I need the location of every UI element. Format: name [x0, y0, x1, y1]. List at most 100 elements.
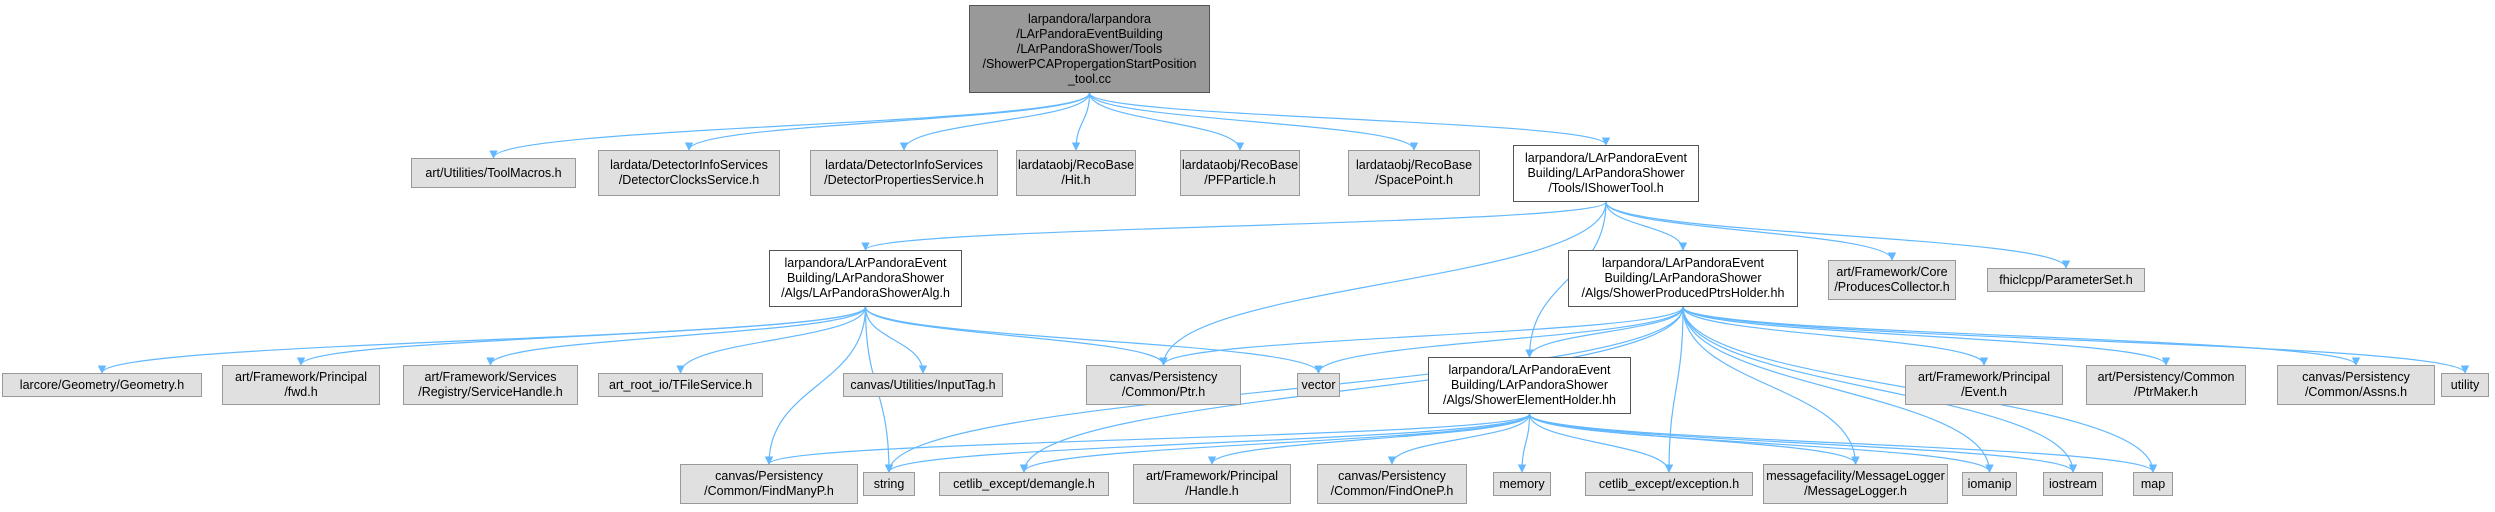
- graph-node-exception[interactable]: cetlib_except/exception.h: [1585, 472, 1753, 496]
- node-label-line: /Algs/ShowerElementHolder.hh: [1442, 393, 1616, 407]
- node-label-line: /Algs/ShowerProducedPtrsHolder.hh: [1581, 286, 1785, 300]
- node-label-line: memory: [1499, 476, 1545, 491]
- graph-node-pfparticle[interactable]: lardataobj/RecoBase/PFParticle.h: [1180, 150, 1300, 196]
- node-label-line: canvas/Persistency: [1338, 469, 1446, 483]
- dependency-edge-showeralg-to-tfileservice: [676, 306, 867, 374]
- dependency-edge-showeralg-to-servicehandle: [486, 306, 867, 366]
- node-label-line: larpandora/LArPandoraEvent: [784, 256, 947, 270]
- graph-node-geometry[interactable]: larcore/Geometry/Geometry.h: [2, 373, 202, 397]
- dependency-edge-elementholder-to-findonep: [1387, 413, 1531, 465]
- dependency-edge-producedptrs-to-ptr: [1159, 306, 1684, 366]
- dependency-edge-elementholder-to-handle: [1207, 413, 1531, 465]
- dependency-edge-ishowertool-to-parameterset: [1605, 201, 2071, 269]
- node-label-line: larcore/Geometry/Geometry.h: [19, 377, 185, 392]
- dependency-edge-showeralg-to-fwd: [296, 306, 867, 366]
- dependency-edge-elementholder-to-iostream: [1528, 413, 2078, 473]
- graph-node-handle[interactable]: art/Framework/Principal/Handle.h: [1133, 464, 1291, 504]
- graph-node-parameterset[interactable]: fhiclcpp/ParameterSet.h: [1987, 268, 2145, 292]
- graph-node-inputtag[interactable]: canvas/Utilities/InputTag.h: [843, 373, 1003, 397]
- graph-node-iomanip[interactable]: iomanip: [1962, 472, 2017, 496]
- dependency-edge-ishowertool-to-producescollector: [1605, 201, 1897, 261]
- node-label-line: /DetectorPropertiesService.h: [824, 173, 984, 187]
- dependency-edge-elementholder-to-findmanyp: [765, 413, 1531, 465]
- dependency-edge-producedptrs-to-exception: [1664, 306, 1684, 473]
- node-label-line: /DetectorClocksService.h: [618, 173, 760, 187]
- graph-node-hit[interactable]: lardataobj/RecoBase/Hit.h: [1016, 150, 1136, 196]
- node-label-line: art/Framework/Principal: [235, 370, 367, 384]
- graph-node-map[interactable]: map: [2133, 472, 2173, 496]
- dependency-edge-producedptrs-to-event: [1682, 306, 1989, 366]
- node-label-line: lardataobj/RecoBase: [1017, 158, 1135, 172]
- node-label-line: /Registry/ServiceHandle.h: [418, 385, 563, 399]
- graph-node-root[interactable]: larpandora/larpandora/LArPandoraEventBui…: [969, 5, 1210, 93]
- dependency-edge-producedptrs-to-iostream: [1682, 306, 2078, 473]
- graph-node-producescollector[interactable]: art/Framework/Core/ProducesCollector.h: [1828, 260, 1956, 300]
- dependency-edge-producedptrs-to-iomanip: [1682, 306, 1994, 473]
- graph-node-toolmacros[interactable]: art/Utilities/ToolMacros.h: [411, 158, 576, 188]
- node-label-line: /SpacePoint.h: [1375, 173, 1453, 187]
- dependency-edge-root-to-toolmacros: [489, 92, 1091, 159]
- graph-node-string[interactable]: string: [863, 472, 915, 496]
- node-label-line: Building/LArPandoraShower: [1450, 378, 1609, 392]
- node-label-line: larpandora/larpandora: [1027, 11, 1151, 26]
- graph-node-spacepoint[interactable]: lardataobj/RecoBase/SpacePoint.h: [1348, 150, 1480, 196]
- dependency-edge-root-to-hit: [1071, 92, 1091, 151]
- graph-node-vector[interactable]: vector: [1297, 373, 1340, 397]
- graph-node-iostream[interactable]: iostream: [2043, 472, 2103, 496]
- node-label-line: messagefacility/MessageLogger: [1766, 469, 1945, 483]
- dependency-edge-producedptrs-to-demangle: [1019, 306, 1684, 473]
- node-label-line: cetlib_except/exception.h: [1598, 476, 1740, 491]
- graph-node-ptrmaker[interactable]: art/Persistency/Common/PtrMaker.h: [2086, 365, 2246, 405]
- node-label-line: Building/LArPandoraShower: [1604, 271, 1762, 285]
- graph-node-event[interactable]: art/Framework/Principal/Event.h: [1905, 365, 2063, 405]
- graph-node-fwd[interactable]: art/Framework/Principal/fwd.h: [222, 365, 380, 405]
- node-label-line: /Common/FindOneP.h: [1330, 484, 1454, 498]
- node-label-line: larpandora/LArPandoraEvent: [1525, 151, 1687, 165]
- node-label-line: Building/LArPandoraShower: [1527, 166, 1685, 180]
- dependency-edge-ishowertool-to-producedptrs: [1605, 201, 1688, 251]
- graph-node-servicehandle[interactable]: art/Framework/Services/Registry/ServiceH…: [403, 365, 578, 405]
- dependency-edge-elementholder-to-iomanip: [1528, 413, 1994, 473]
- graph-node-messagelogger[interactable]: messagefacility/MessageLogger/MessageLog…: [1763, 464, 1948, 504]
- graph-node-memory[interactable]: memory: [1493, 472, 1551, 496]
- node-label-line: art/Framework/Services: [424, 370, 557, 384]
- graph-node-detprops[interactable]: lardata/DetectorInfoServices/DetectorPro…: [810, 150, 998, 196]
- dependency-edge-elementholder-to-memory: [1517, 413, 1531, 473]
- node-label-line: /Common/Ptr.h: [1121, 385, 1206, 399]
- node-label-line: /fwd.h: [284, 385, 318, 399]
- graph-node-findonep[interactable]: canvas/Persistency/Common/FindOneP.h: [1317, 464, 1467, 504]
- node-label-line: /Algs/LArPandoraShowerAlg.h: [781, 286, 950, 300]
- node-label-line: art/Persistency/Common: [2097, 370, 2235, 384]
- dependency-edge-showeralg-to-findmanyp: [764, 306, 867, 465]
- node-label-line: /Event.h: [1961, 385, 2007, 399]
- node-label-line: canvas/Persistency: [1109, 370, 1218, 384]
- dependency-edge-elementholder-to-string: [884, 413, 1531, 473]
- node-label-line: canvas/Utilities/InputTag.h: [850, 377, 996, 392]
- graph-node-utility[interactable]: utility: [2441, 373, 2489, 397]
- dependency-edge-producedptrs-to-string: [884, 306, 1684, 473]
- node-label-line: string: [873, 476, 905, 491]
- node-label-line: iomanip: [1967, 476, 2012, 491]
- graph-node-detclocks[interactable]: lardata/DetectorInfoServices/DetectorClo…: [598, 150, 780, 196]
- graph-node-demangle[interactable]: cetlib_except/demangle.h: [939, 472, 1109, 496]
- node-label-line: /LArPandoraShower/Tools: [1016, 41, 1163, 56]
- node-label-line: utility: [2450, 377, 2480, 392]
- dependency-edge-producedptrs-to-assns: [1682, 306, 2361, 366]
- graph-node-findmanyp[interactable]: canvas/Persistency/Common/FindManyP.h: [680, 464, 858, 504]
- dependency-edge-root-to-pfparticle: [1088, 92, 1245, 151]
- dependency-edge-root-to-detprops: [899, 92, 1091, 151]
- graph-node-ptr[interactable]: canvas/Persistency/Common/Ptr.h: [1086, 365, 1241, 405]
- node-label-line: /Handle.h: [1185, 484, 1239, 498]
- node-label-line: art/Framework/Principal: [1146, 469, 1278, 483]
- dependency-edge-root-to-ishowertool: [1088, 92, 1611, 146]
- graph-node-tfileservice[interactable]: art_root_io/TFileService.h: [598, 373, 763, 397]
- dependency-edge-elementholder-to-demangle: [1019, 413, 1531, 473]
- dependency-edge-producedptrs-to-elementholder: [1525, 306, 1684, 358]
- graph-node-assns[interactable]: canvas/Persistency/Common/Assns.h: [2277, 365, 2435, 405]
- node-label-line: art/Framework/Core: [1836, 265, 1948, 279]
- node-label-line: canvas/Persistency: [715, 469, 823, 483]
